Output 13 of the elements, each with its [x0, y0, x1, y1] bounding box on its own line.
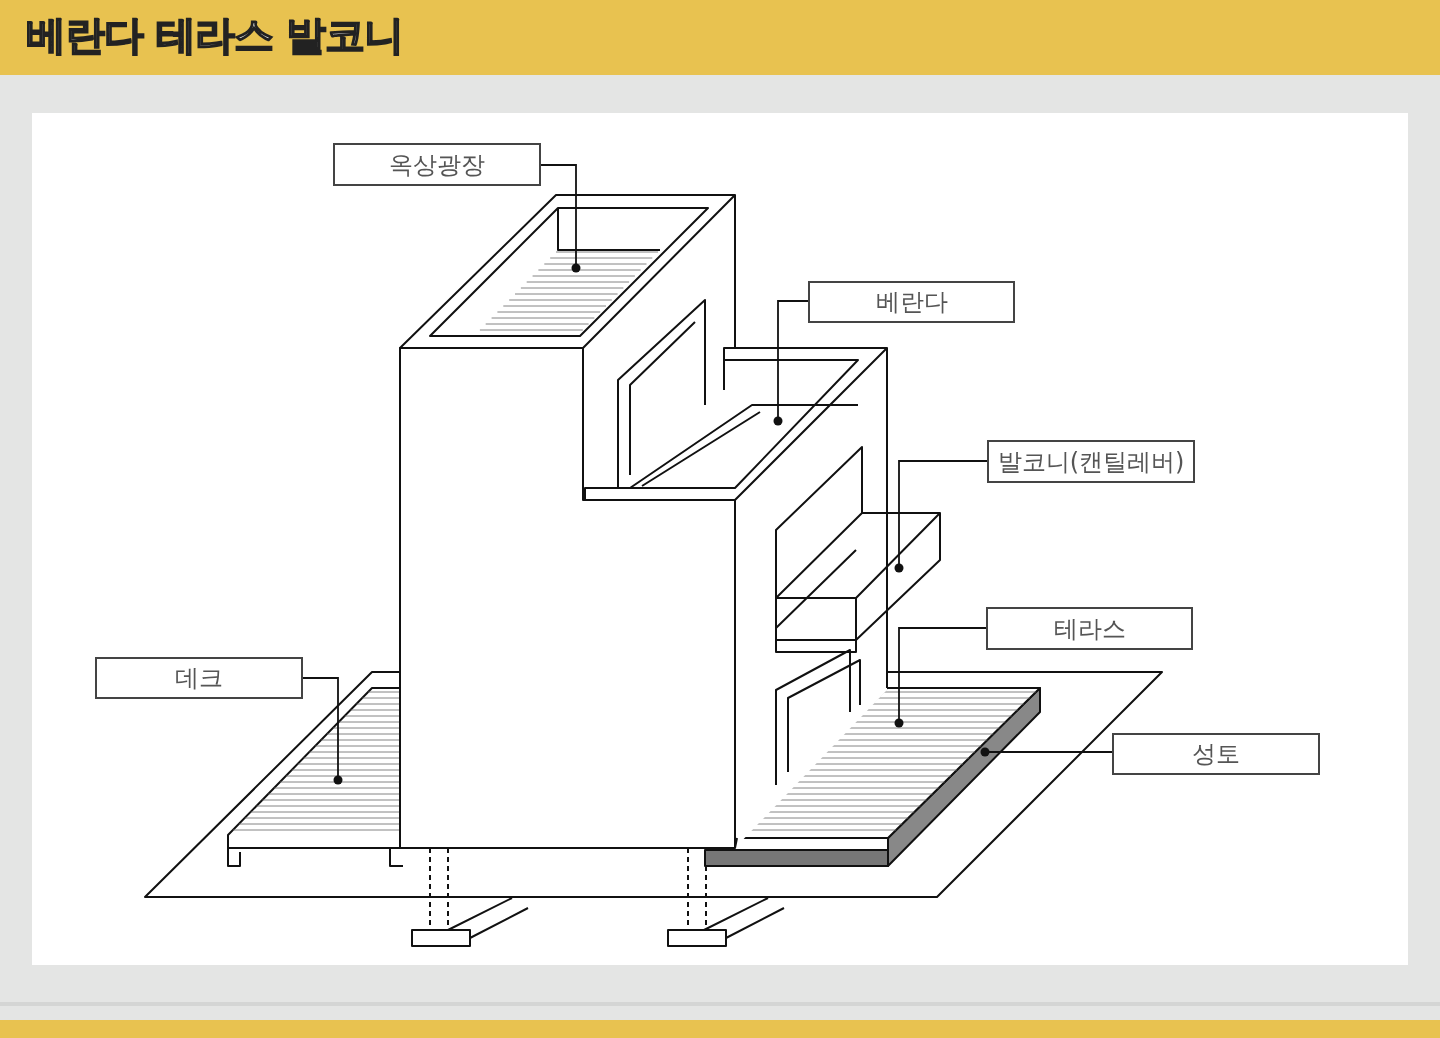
label-box: 테라스: [986, 607, 1193, 650]
label-box: 발코니(캔틸레버): [987, 440, 1195, 483]
label-box: 성토: [1112, 733, 1320, 775]
title: 베란다 테라스 발코니: [26, 11, 403, 60]
label-box: 데크: [95, 657, 303, 699]
leader-line: [894, 627, 987, 728]
leader-line: [302, 677, 343, 785]
leader-line: [980, 747, 1113, 757]
label-box: 옥상광장: [333, 143, 541, 186]
label-box: 베란다: [808, 281, 1015, 323]
leader-line: [773, 300, 809, 426]
leader-line: [894, 460, 988, 573]
leader-line: [540, 164, 581, 273]
